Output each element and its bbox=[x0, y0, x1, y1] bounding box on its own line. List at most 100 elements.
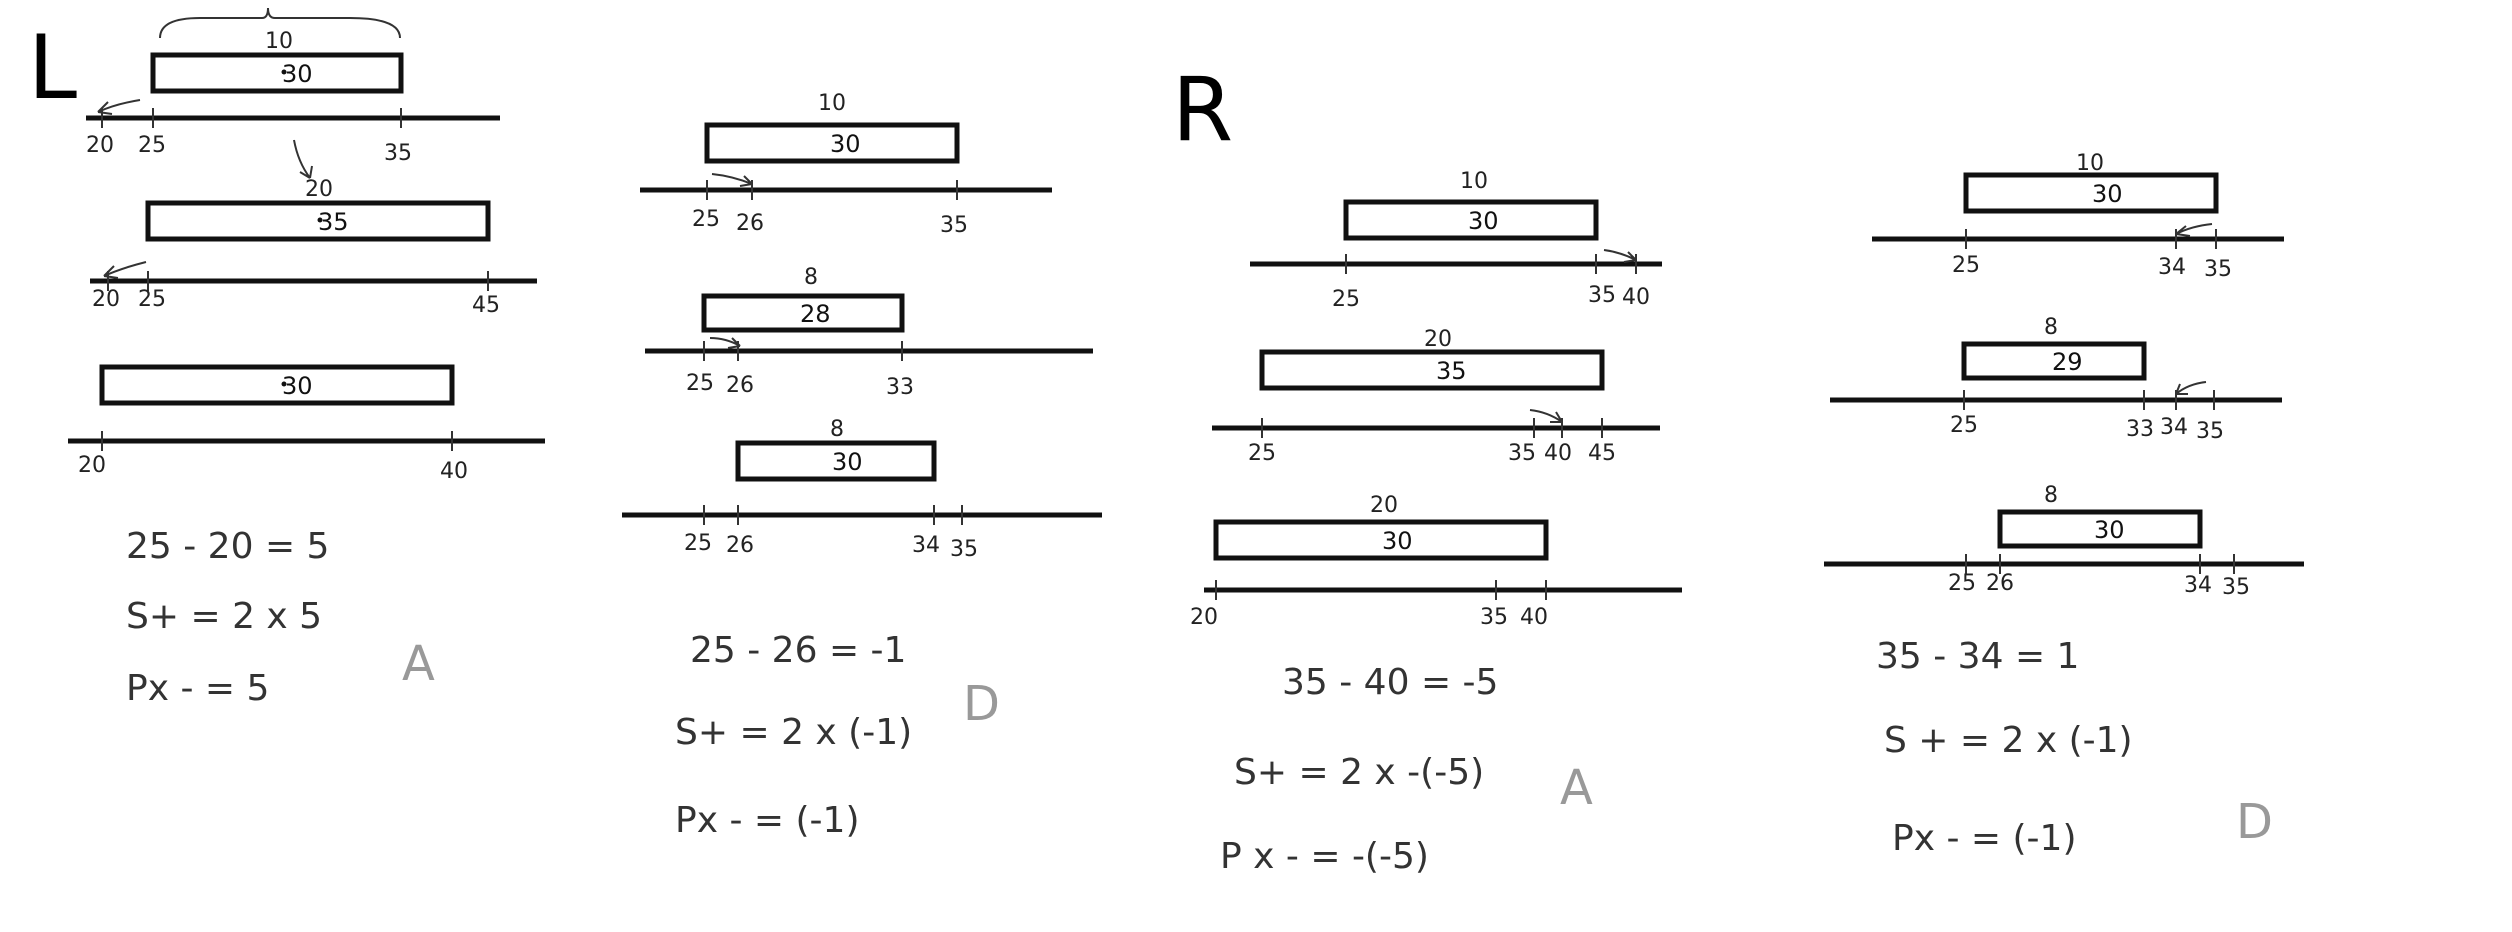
label-left: L bbox=[28, 16, 77, 119]
eq-far-s: S + = 2 x (-1) bbox=[1884, 720, 2133, 761]
center-dot-l2 bbox=[317, 217, 323, 223]
box-f3 bbox=[1997, 509, 2203, 549]
tick-f2-2: 34 bbox=[2160, 415, 2188, 440]
tick-f1-0: 25 bbox=[1952, 253, 1980, 278]
figure-f1: 10 30 25 34 35 bbox=[1872, 151, 2284, 282]
verdict-middle: D bbox=[963, 676, 1000, 732]
arrow-l2-top bbox=[293, 139, 313, 179]
tick-f2-1: 33 bbox=[2126, 417, 2154, 442]
tick-m1-2: 35 bbox=[940, 213, 968, 238]
tick-f3-1: 26 bbox=[1986, 571, 2014, 596]
tick-l1-1: 25 bbox=[138, 133, 166, 158]
figure-f2: 8 29 25 33 34 35 bbox=[1830, 315, 2282, 444]
tick-f3-2: 34 bbox=[2184, 573, 2212, 598]
center-label-l2: 35 bbox=[318, 208, 349, 236]
width-label-m2: 8 bbox=[804, 265, 818, 290]
box-l3 bbox=[99, 364, 455, 406]
tick-m3-0: 25 bbox=[684, 531, 712, 556]
center-label-r1: 30 bbox=[1468, 207, 1499, 235]
eq-far-diff: 35 - 34 = 1 bbox=[1876, 636, 2079, 677]
tick-f1-1: 34 bbox=[2158, 255, 2186, 280]
figure-r1: 10 30 25 35 40 bbox=[1250, 169, 1662, 312]
width-label-l1: 10 bbox=[265, 29, 293, 54]
tick-r2-3: 45 bbox=[1588, 441, 1616, 466]
tick-r1-1: 35 bbox=[1588, 283, 1616, 308]
tick-r3-0: 20 bbox=[1190, 605, 1218, 630]
box-l1 bbox=[150, 52, 404, 94]
box-f1 bbox=[1963, 172, 2219, 214]
center-label-m1: 30 bbox=[830, 130, 861, 158]
box-f2 bbox=[1961, 341, 2147, 381]
center-label-f3: 30 bbox=[2094, 516, 2125, 544]
tick-r2-2: 40 bbox=[1544, 441, 1572, 466]
tick-m2-2: 33 bbox=[886, 375, 914, 400]
eq-right-diff: 35 - 40 = -5 bbox=[1282, 662, 1498, 703]
center-label-r2: 35 bbox=[1436, 357, 1467, 385]
figure-m1: 10 30 25 26 35 bbox=[640, 91, 1052, 238]
tick-m3-2: 34 bbox=[912, 533, 940, 558]
tick-m1-0: 25 bbox=[692, 207, 720, 232]
eq-middle-s: S+ = 2 x (-1) bbox=[675, 712, 912, 753]
tick-m2-1: 26 bbox=[726, 373, 754, 398]
arrow-r1 bbox=[1603, 249, 1637, 263]
width-label-f1: 10 bbox=[2076, 151, 2104, 176]
arrow-m2 bbox=[709, 337, 741, 349]
eq-far-px: Px - = (-1) bbox=[1892, 818, 2076, 859]
eq-right-s: S+ = 2 x -(-5) bbox=[1234, 752, 1484, 793]
tick-m3-3: 35 bbox=[950, 537, 978, 562]
arrow-m1 bbox=[711, 173, 753, 187]
tick-m3-1: 26 bbox=[726, 533, 754, 558]
verdict-far: D bbox=[2236, 794, 2273, 850]
center-label-r3: 30 bbox=[1382, 527, 1413, 555]
tick-f2-3: 35 bbox=[2196, 419, 2224, 444]
width-label-f2: 8 bbox=[2044, 315, 2058, 340]
box-m3 bbox=[735, 440, 937, 482]
width-label-r2: 20 bbox=[1424, 327, 1452, 352]
tick-l2-0: 20 bbox=[92, 287, 120, 312]
box-r2 bbox=[1259, 349, 1605, 391]
tick-f2-0: 25 bbox=[1950, 413, 1978, 438]
tick-l2-1: 25 bbox=[138, 287, 166, 312]
tick-r1-0: 25 bbox=[1332, 287, 1360, 312]
center-dot-l1 bbox=[281, 69, 287, 75]
width-label-m1: 10 bbox=[818, 91, 846, 116]
center-label-m3: 30 bbox=[832, 448, 863, 476]
label-right: R bbox=[1172, 58, 1233, 161]
eq-left-diff: 25 - 20 = 5 bbox=[126, 526, 329, 567]
figure-l2: 20 35 20 25 45 bbox=[90, 139, 537, 318]
box-r3 bbox=[1213, 519, 1549, 561]
tick-l3-0: 20 bbox=[78, 453, 106, 478]
tick-r3-1: 35 bbox=[1480, 605, 1508, 630]
arrow-f2 bbox=[2175, 381, 2207, 395]
tick-r2-0: 25 bbox=[1248, 441, 1276, 466]
figure-r3: 20 30 20 35 40 bbox=[1190, 493, 1682, 630]
brace-l1 bbox=[159, 7, 401, 39]
box-m2 bbox=[701, 293, 905, 333]
arrow-r2 bbox=[1529, 409, 1563, 423]
tick-l3-1: 40 bbox=[440, 459, 468, 484]
tick-f1-2: 35 bbox=[2204, 257, 2232, 282]
tick-f3-3: 35 bbox=[2222, 575, 2250, 600]
tick-l1-0: 20 bbox=[86, 133, 114, 158]
width-label-r3: 20 bbox=[1370, 493, 1398, 518]
tick-r3-2: 40 bbox=[1520, 605, 1548, 630]
center-label-l1: 30 bbox=[282, 60, 313, 88]
verdict-right: A bbox=[1560, 760, 1593, 816]
tick-f3-0: 25 bbox=[1948, 571, 1976, 596]
tick-l1-2: 35 bbox=[384, 141, 412, 166]
box-r1 bbox=[1343, 199, 1599, 241]
width-label-r1: 10 bbox=[1460, 169, 1488, 194]
width-label-l2: 20 bbox=[305, 177, 333, 202]
center-label-l3: 30 bbox=[282, 372, 313, 400]
tick-l2-2: 45 bbox=[472, 293, 500, 318]
eq-left-px: Px - = 5 bbox=[126, 668, 269, 709]
center-label-f1: 30 bbox=[2092, 180, 2123, 208]
box-m1 bbox=[704, 122, 960, 164]
tick-m1-1: 26 bbox=[736, 211, 764, 236]
tick-r2-1: 35 bbox=[1508, 441, 1536, 466]
verdict-left: A bbox=[402, 636, 435, 692]
eq-left-s: S+ = 2 x 5 bbox=[126, 596, 322, 637]
center-dot-l3 bbox=[281, 381, 287, 387]
figure-l1: 10 30 20 25 35 bbox=[86, 7, 500, 166]
